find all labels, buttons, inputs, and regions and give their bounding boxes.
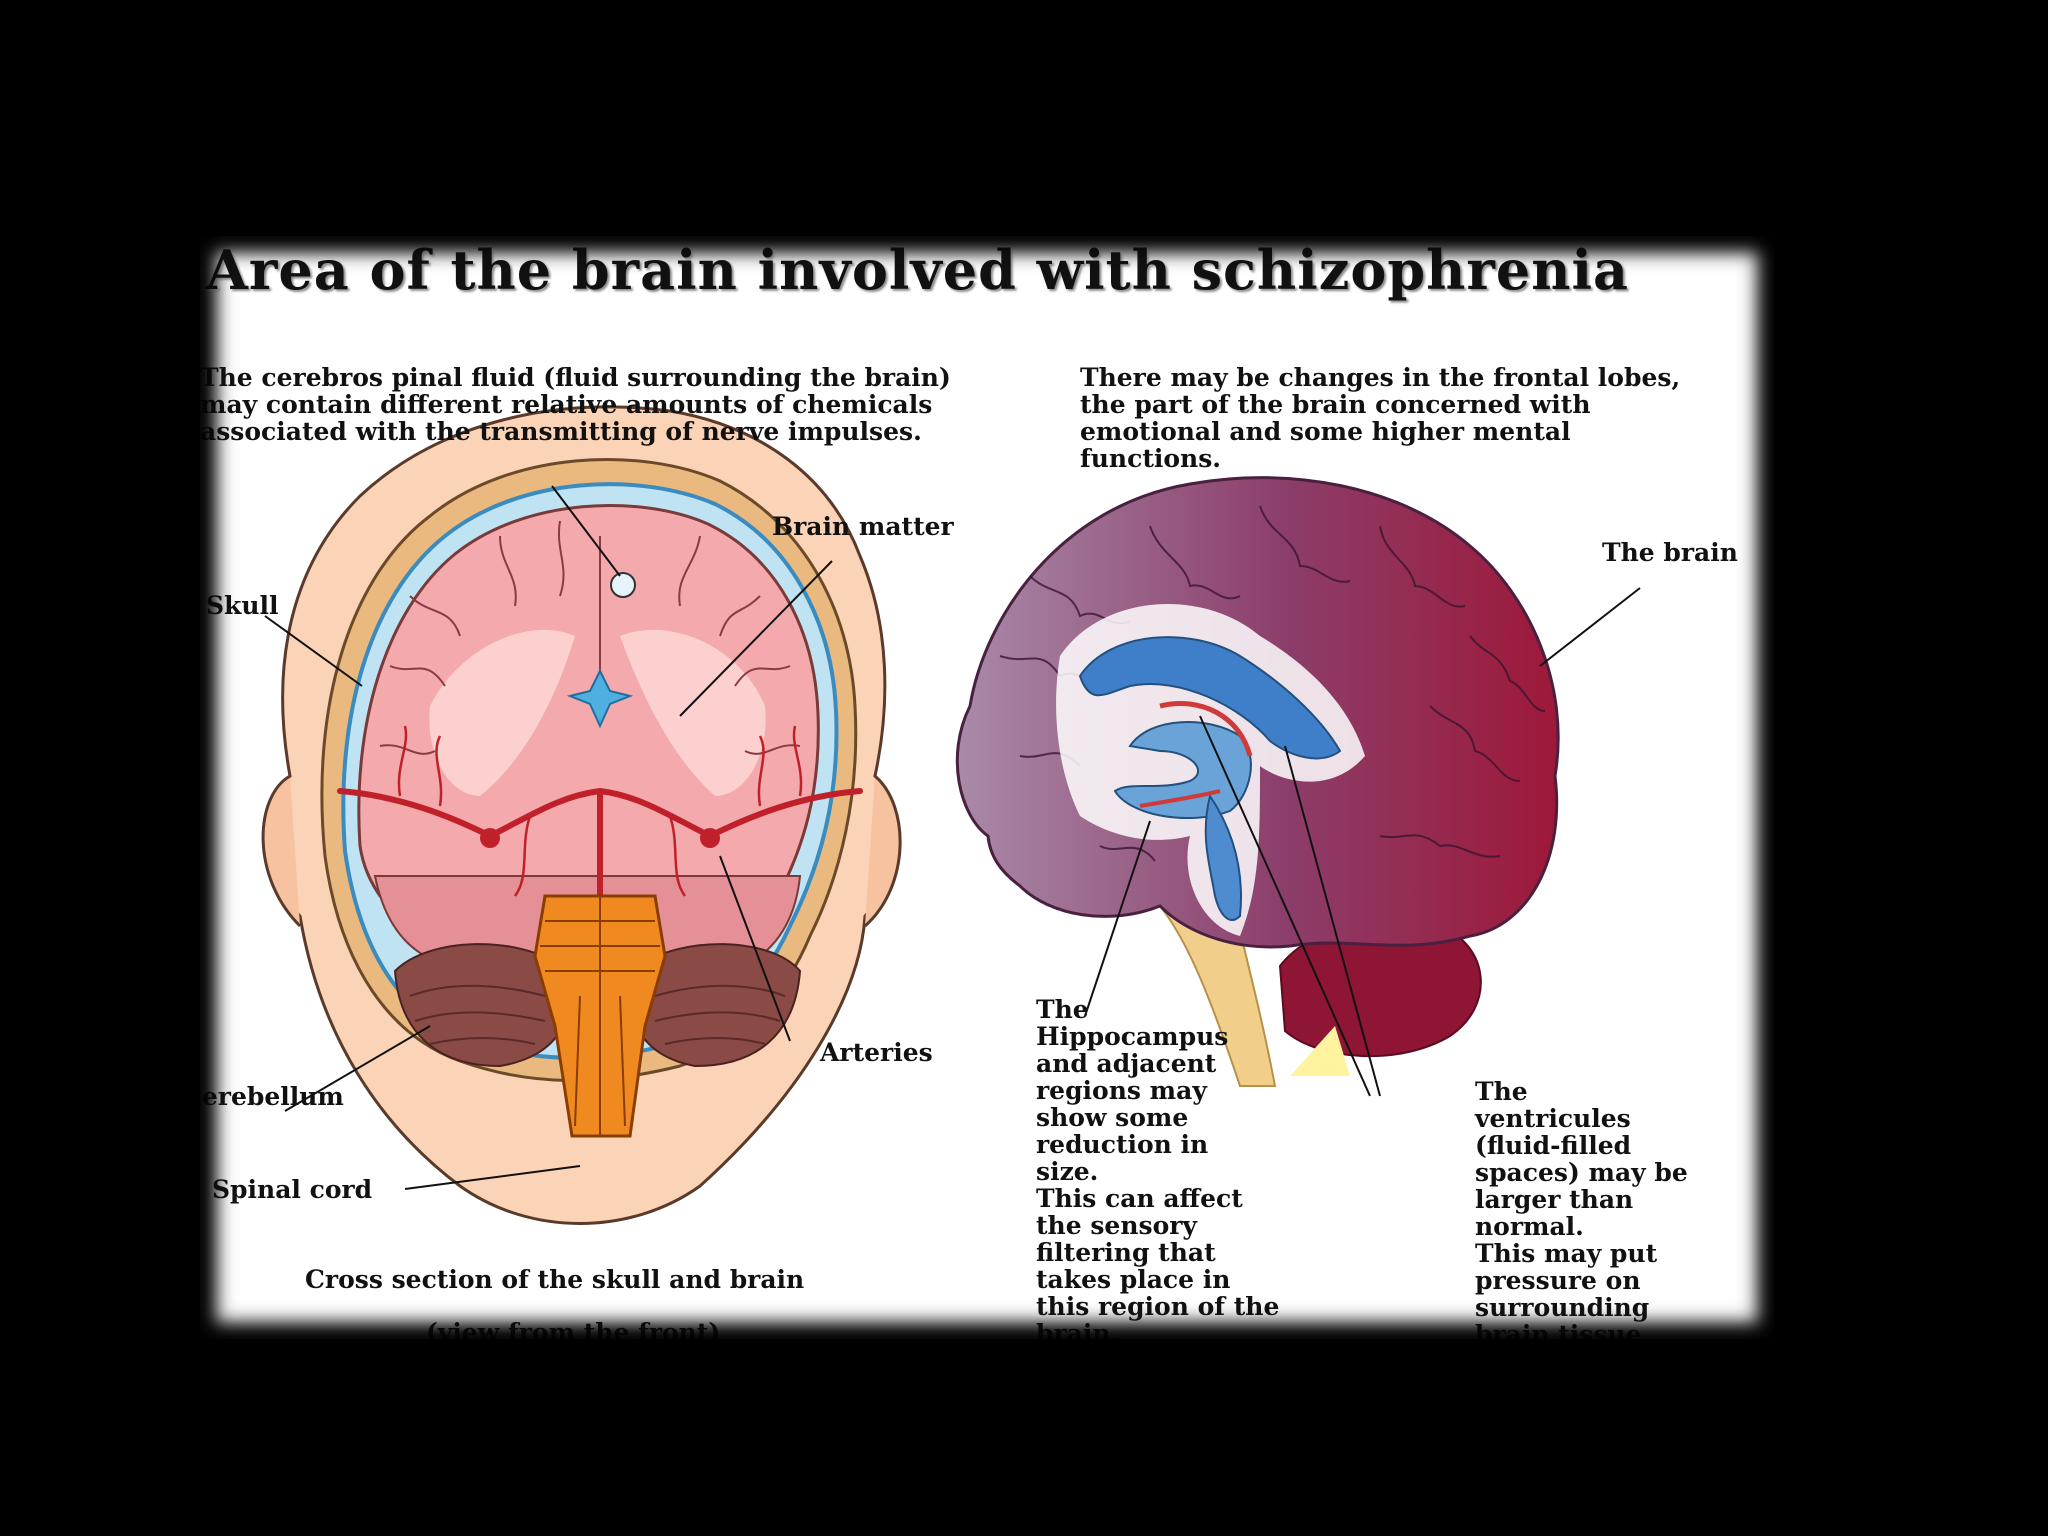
label-the-brain: The brain (1602, 538, 1738, 567)
note-line: The (1036, 995, 1089, 1024)
ventricles-note: The ventricules (fluid-filled spaces) ma… (1475, 1078, 1688, 1339)
paragraph-line: may contain different relative amounts o… (200, 390, 933, 419)
label-brain-matter: Brain matter (772, 512, 954, 541)
paragraph-line: the part of the brain concerned with (1080, 390, 1591, 419)
paragraph-line: There may be changes in the frontal lobe… (1080, 363, 1681, 392)
diagram-panel: Area of the brain involved with schizoph… (200, 236, 1774, 1339)
note-line: This may put (1475, 1239, 1658, 1268)
paragraph-line: emotional and some higher mental (1080, 417, 1571, 446)
paragraph-line: associated with the transmitting of nerv… (200, 417, 922, 446)
csf-paragraph: The cerebros pinal fluid (fluid surround… (200, 364, 951, 445)
note-line: the sensory (1036, 1211, 1197, 1240)
brain-side-view (955, 476, 1641, 1097)
page-title: Area of the brain involved with schizoph… (206, 238, 1629, 302)
note-line: ventricules (1475, 1104, 1631, 1133)
cross-section-caption: Cross section of the skull and brain (305, 1265, 805, 1294)
note-line: this region of the (1036, 1292, 1280, 1321)
note-line: brain. (1036, 1319, 1120, 1339)
note-line: normal. (1475, 1212, 1584, 1241)
note-line: (fluid-filled (1475, 1131, 1632, 1160)
brain-illustrations (261, 405, 1641, 1225)
label-spinal-cord: Spinal cord (212, 1175, 373, 1204)
note-line: size. (1036, 1157, 1099, 1186)
note-line: and adjacent (1036, 1049, 1217, 1078)
frontal-lobes-paragraph: There may be changes in the frontal lobe… (1080, 364, 1680, 472)
note-line: surrounding (1475, 1293, 1650, 1322)
label-arteries: Arteries (820, 1038, 933, 1067)
skull-cross-section (261, 405, 902, 1225)
note-line: takes place in (1036, 1265, 1231, 1294)
note-line: brain tissue. (1475, 1320, 1651, 1339)
note-line: larger than (1475, 1185, 1634, 1214)
cross-section-subcaption: (view from the front) (426, 1318, 721, 1339)
label-cerebellum: Cerebellum (200, 1082, 344, 1111)
note-line: pressure on (1475, 1266, 1641, 1295)
note-line: spaces) may be (1475, 1158, 1688, 1187)
hippocampus-note: The Hippocampus and adjacent regions may… (1036, 996, 1279, 1339)
note-line: The (1475, 1077, 1528, 1106)
note-line: reduction in (1036, 1130, 1209, 1159)
note-line: regions may (1036, 1076, 1207, 1105)
paragraph-line: functions. (1080, 444, 1222, 473)
paragraph-line: The cerebros pinal fluid (fluid surround… (200, 363, 951, 392)
note-line: This can affect (1036, 1184, 1243, 1213)
note-line: Hippocampus (1036, 1022, 1229, 1051)
note-line: show some (1036, 1103, 1189, 1132)
note-line: filtering that (1036, 1238, 1216, 1267)
label-skull: Skull (206, 591, 279, 620)
